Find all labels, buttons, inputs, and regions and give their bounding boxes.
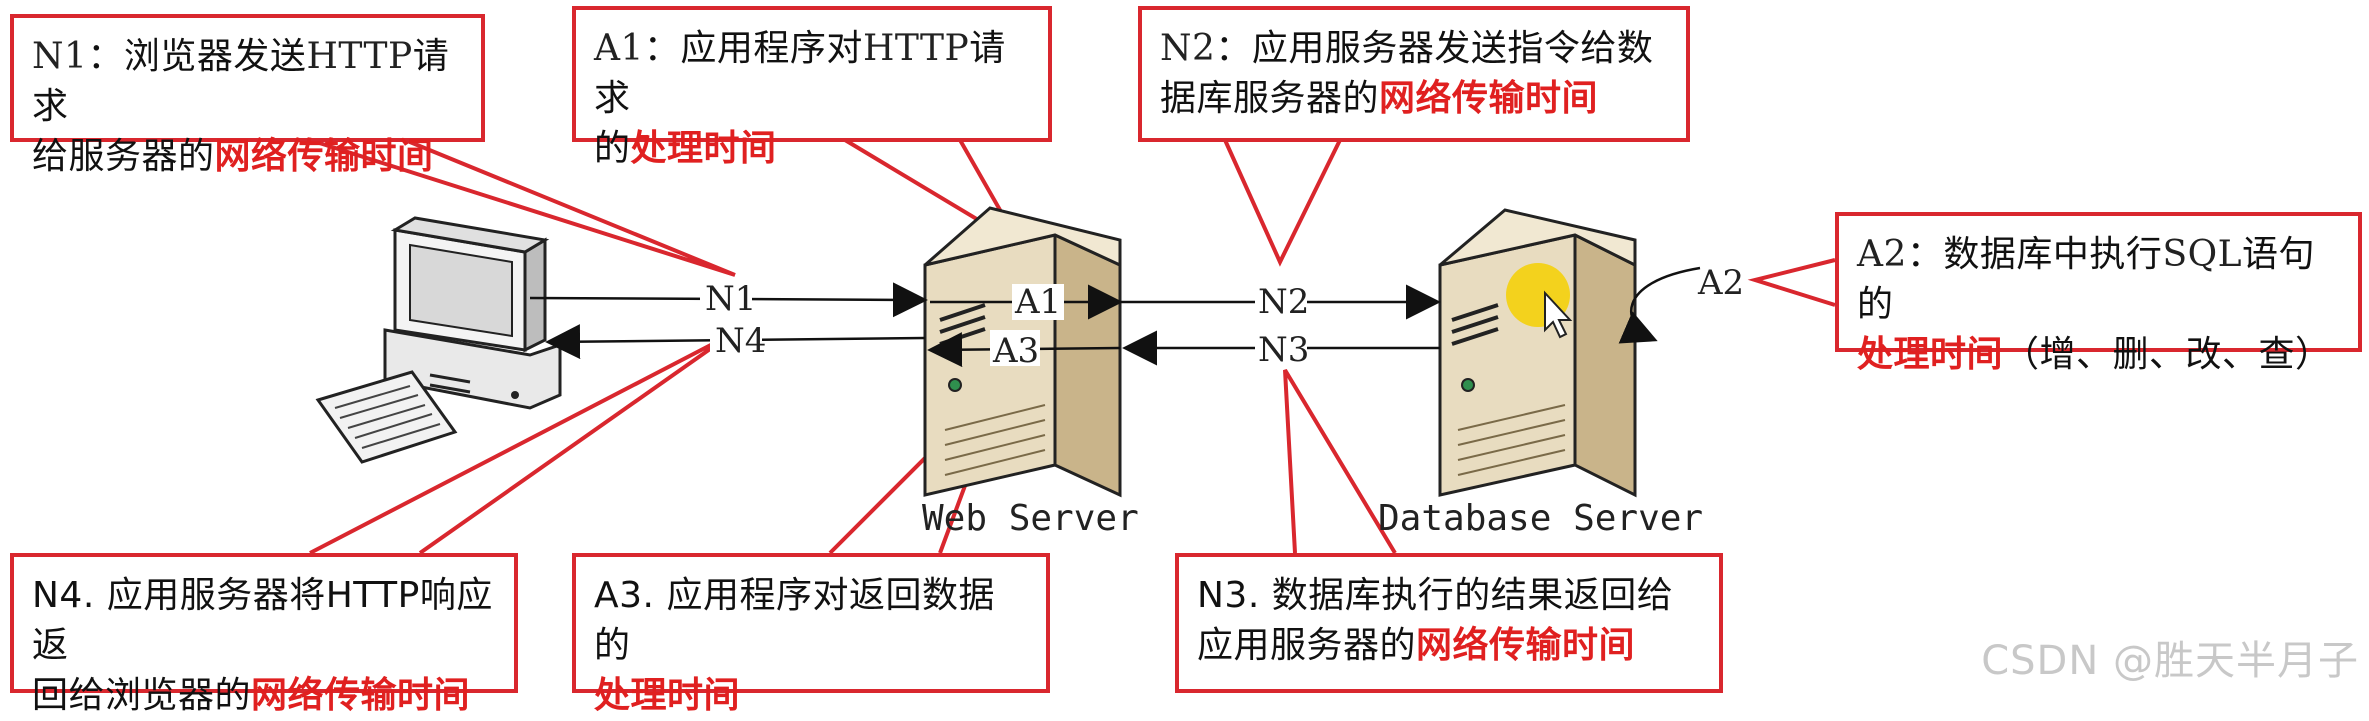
callout-a1-code: HTTP xyxy=(862,28,970,69)
callout-a2-highlight: 处理时间 xyxy=(1857,334,2004,375)
callout-a3-id: A3. xyxy=(594,575,655,616)
callout-n4: N4. 应用服务器将HTTP响应返 回给浏览器的网络传输时间 xyxy=(10,553,518,716)
callout-a2-text1: 数据库中执行 xyxy=(1943,234,2163,275)
callout-a3-text1: 应用程序对返回数据的 xyxy=(594,575,995,666)
callout-a1-sep: ： xyxy=(643,28,681,69)
label-a2: A2 xyxy=(1697,263,1744,303)
callout-n1-code: HTTP xyxy=(306,36,413,77)
callout-a1: A1：应用程序对HTTP请求 的处理时间 xyxy=(572,6,1052,169)
callout-n2-id: N2 xyxy=(1160,28,1216,69)
label-n4: N4 xyxy=(715,321,766,361)
label-n2: N2 xyxy=(1258,282,1309,322)
callout-n2: N2：应用服务器发送指令给数 据库服务器的网络传输时间 xyxy=(1138,6,1690,142)
callout-a1-id: A1 xyxy=(594,28,644,69)
callout-n3-text1: 数据库执行的结果返回给 xyxy=(1271,575,1674,616)
callout-pointers xyxy=(309,138,1836,555)
callout-a1-text3: 的 xyxy=(594,128,631,169)
callout-n1-highlight: 网络传输时间 xyxy=(214,136,434,177)
callout-n4-highlight: 网络传输时间 xyxy=(251,675,471,716)
request-timing-diagram: N1 N4 A1 A3 N2 N3 A2 Web Server Database… xyxy=(309,138,1836,555)
callout-n3-text3: 应用服务器的 xyxy=(1197,625,1417,666)
callout-n3-id: N3. xyxy=(1197,575,1260,616)
callout-a2-code: SQL xyxy=(2162,234,2243,275)
database-server-icon xyxy=(1438,208,1637,498)
callout-n1-text3: 给服务器的 xyxy=(32,136,215,177)
callout-a3-highlight: 处理时间 xyxy=(594,675,741,716)
callout-n1: N1：浏览器发送HTTP请求 给服务器的网络传输时间 xyxy=(10,14,485,177)
callout-a1-text2: 请求 xyxy=(594,28,1006,119)
keyboard-icon xyxy=(315,370,458,464)
callout-n2-text1: 应用服务器发送指令给数 xyxy=(1251,28,1654,69)
callout-n2-sep: ： xyxy=(1215,28,1252,69)
callout-n1-text1: 浏览器发送 xyxy=(123,36,307,77)
label-n1: N1 xyxy=(705,279,756,319)
label-a1: A1 xyxy=(1014,282,1061,322)
callout-a1-text1: 应用程序对 xyxy=(680,28,863,69)
callout-n2-highlight: 网络传输时间 xyxy=(1379,78,1599,119)
callout-n1-sep: ： xyxy=(87,36,124,77)
callout-n1-id: N1 xyxy=(32,36,88,77)
callout-n3-highlight: 网络传输时间 xyxy=(1416,625,1636,666)
label-a3: A3 xyxy=(992,331,1039,371)
pointer-n3 xyxy=(1283,368,1397,555)
callout-n1-text2: 请求 xyxy=(32,36,450,127)
callout-a2: A2：数据库中执行SQL语句的 处理时间（增、删、改、查） xyxy=(1835,212,2362,375)
callout-n4-text3: 回给浏览器的 xyxy=(32,675,252,716)
cursor-icon xyxy=(1544,290,1573,339)
arrow-a2 xyxy=(1618,266,1701,344)
watermark: CSDN @胜天半月子 xyxy=(1981,638,2359,684)
pointer-a2 xyxy=(1747,258,1836,307)
callout-a2-sep: ： xyxy=(1906,234,1944,275)
database-server-label: Database Server xyxy=(1378,498,1703,539)
callout-n3: N3. 数据库执行的结果返回给 应用服务器的网络传输时间 xyxy=(1175,553,1723,693)
callout-a3: A3. 应用程序对返回数据的 处理时间 xyxy=(572,553,1050,716)
callout-a2-text2: 语句的 xyxy=(1857,234,2316,325)
label-n3: N3 xyxy=(1258,330,1309,370)
pointer-n1 xyxy=(309,138,736,277)
callout-a1-highlight: 处理时间 xyxy=(630,128,777,169)
pointer-n2 xyxy=(1223,139,1342,267)
callout-n2-text3: 据库服务器的 xyxy=(1160,78,1380,119)
callout-a2-id: A2 xyxy=(1857,234,1907,275)
callout-a2-text4: （增、删、改、查） xyxy=(2003,334,2332,375)
callout-n4-text1: 应用服务器将HTTP响应返 xyxy=(32,575,493,666)
computer-icon xyxy=(383,216,562,410)
web-server-label: Web Server xyxy=(922,498,1139,539)
callout-n4-id: N4. xyxy=(32,575,95,616)
